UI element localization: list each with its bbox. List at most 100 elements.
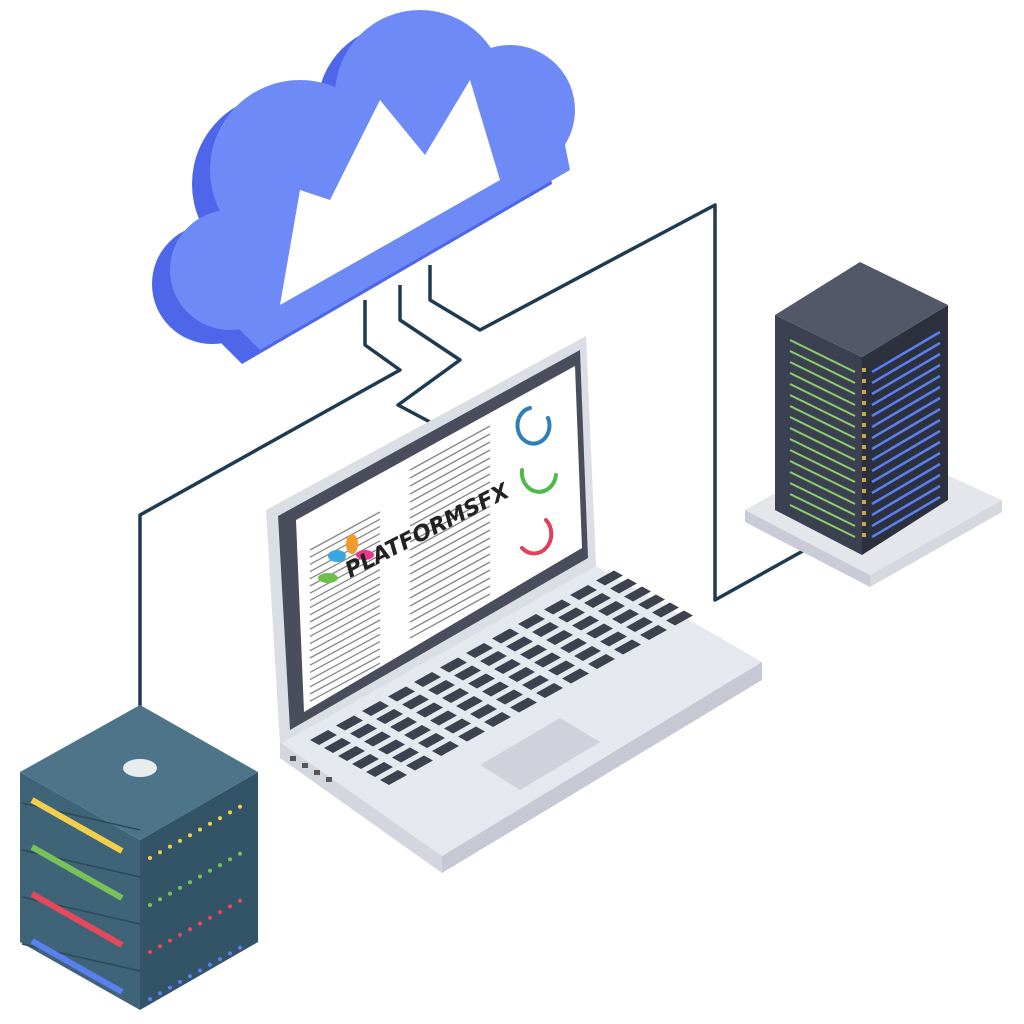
keyboard-key [598, 601, 625, 616]
text-line [409, 473, 491, 519]
stack-led [238, 851, 242, 856]
rack-slot-green [789, 427, 856, 461]
laptop-icon: PLATFORMSFX [266, 336, 762, 873]
keyboard [310, 570, 693, 785]
rack-slot-blue [871, 341, 941, 385]
keyboard-key [366, 762, 393, 777]
stack-stripe [30, 844, 124, 901]
keyboard-key [548, 660, 575, 676]
stack-led [188, 880, 192, 885]
rack-slot-green [789, 438, 856, 472]
stack-led [228, 951, 232, 956]
keyboard-key [496, 689, 523, 705]
rack-led [862, 500, 866, 504]
rack-slot-blue [871, 330, 941, 374]
keyboard-key [626, 617, 653, 632]
text-line [409, 457, 491, 503]
keyboard-key [544, 599, 571, 615]
stack-stripe [30, 797, 124, 854]
stack-led [178, 838, 182, 843]
stack-led [148, 950, 152, 954]
keyboard-key [534, 652, 561, 668]
keyboard-key [532, 622, 559, 637]
stack-led [198, 874, 202, 879]
keyboard-key [586, 623, 613, 639]
stack-stripe [30, 938, 124, 995]
keyboard-key [456, 696, 483, 711]
text-line [309, 569, 381, 609]
keyboard-key [596, 570, 623, 586]
keyboard-key [640, 625, 667, 640]
keyboard-key [378, 739, 405, 755]
text-line [309, 511, 381, 551]
server-rack-icon [745, 262, 1002, 587]
stack-led [208, 915, 212, 920]
keyboard-key [588, 654, 615, 669]
stack-led [238, 945, 242, 950]
rack-slot-green [789, 405, 856, 439]
trackpad [480, 718, 600, 790]
rack-slot-green [789, 416, 856, 450]
keyboard-key [612, 609, 639, 624]
stack-led [168, 844, 172, 849]
keyboard-key [522, 675, 549, 690]
text-line [309, 605, 381, 645]
text-line [409, 513, 491, 559]
rack-slot-green [789, 383, 856, 417]
keyboard-key [610, 578, 637, 594]
keyboard-key [402, 694, 429, 710]
laptop-screen [296, 366, 582, 712]
rack-led [862, 401, 866, 405]
keyboard-key [324, 738, 351, 753]
rack-led [862, 445, 866, 449]
text-line [309, 533, 381, 573]
stack-stripe [30, 891, 124, 948]
stack-led [158, 944, 162, 949]
keyboard-key [352, 754, 379, 769]
rack-slot-blue [871, 440, 941, 484]
keyboard-key [418, 733, 445, 748]
ring-green [519, 468, 558, 494]
keyboard-key [444, 718, 471, 734]
text-line [409, 441, 491, 487]
text-line [309, 583, 381, 623]
keyboard-key [572, 615, 599, 631]
text-line [409, 425, 491, 471]
text-line [409, 569, 491, 615]
keyboard-key [350, 723, 377, 739]
rack-slot-blue [871, 484, 941, 528]
rack-slot-blue [871, 352, 941, 396]
text-line [309, 612, 381, 652]
text-line [409, 561, 491, 607]
stack-led [198, 827, 202, 832]
cable-cloud-to-rack [428, 203, 811, 602]
stack-led [188, 833, 192, 838]
text-line [409, 465, 491, 511]
rack-slot-green [789, 482, 856, 516]
keyboard-key [652, 602, 679, 618]
keyboard-key [518, 614, 545, 629]
keyboard-key [510, 697, 537, 713]
keyboard-key [414, 672, 441, 687]
text-line [309, 648, 381, 688]
stack-led [208, 821, 212, 826]
stack-led [208, 868, 212, 873]
keyboard-key [600, 631, 627, 647]
keyboard-key [624, 586, 651, 602]
stack-led [178, 932, 182, 937]
stack-led [158, 850, 162, 855]
rack-led [862, 522, 866, 526]
rack-slot-blue [871, 363, 941, 407]
text-line [309, 576, 381, 616]
rack-led [862, 368, 866, 372]
keyboard-key [454, 665, 481, 681]
rack-led [862, 379, 866, 383]
keyboard-key [442, 688, 469, 703]
keyboard-key [416, 702, 443, 718]
keyboard-key [428, 680, 455, 695]
stack-led [198, 921, 202, 926]
cloud-icon [152, 10, 575, 364]
text-line [409, 433, 491, 479]
keyboard-key [614, 639, 641, 655]
